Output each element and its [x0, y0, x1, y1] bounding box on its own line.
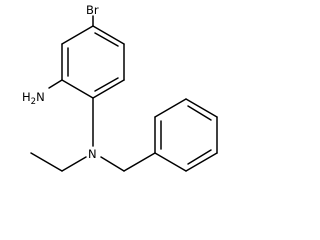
ring-double-bond-top-right — [94, 32, 119, 47]
phenyl-ring — [154, 98, 218, 172]
ethyl-group — [30, 152, 87, 172]
ring-bond-bottom-right — [92, 79, 125, 99]
aniline-ring — [61, 25, 125, 99]
nitrogen-label: N — [88, 147, 97, 161]
ethyl-bond-1 — [61, 156, 87, 172]
ring-bond-top-right — [92, 25, 125, 45]
benzyl-n-to-ch2-bond — [100, 156, 125, 172]
ring-bond-top-left — [61, 25, 94, 45]
ethyl-bond-2 — [30, 152, 63, 172]
phenyl-bond-5 — [185, 152, 218, 172]
bromine-label: Br — [86, 3, 99, 17]
phenyl-double-bond-top-right — [187, 105, 212, 121]
ring-double-bond-bottom-right — [94, 77, 119, 92]
benzyl-ch2-to-ring-bond — [123, 152, 156, 172]
amine-label: H2N — [22, 90, 45, 107]
benzyl-group — [100, 152, 156, 172]
phenyl-bond-6 — [154, 152, 187, 172]
phenyl-bond-3 — [185, 98, 218, 118]
phenyl-bond-2 — [154, 98, 187, 118]
phenyl-double-bond-bottom-right — [187, 149, 212, 165]
amine-bond — [48, 79, 63, 89]
chemical-structure-diagram: Br H2N N — [22, 3, 218, 172]
ring-bond-bottom-left — [61, 79, 94, 99]
